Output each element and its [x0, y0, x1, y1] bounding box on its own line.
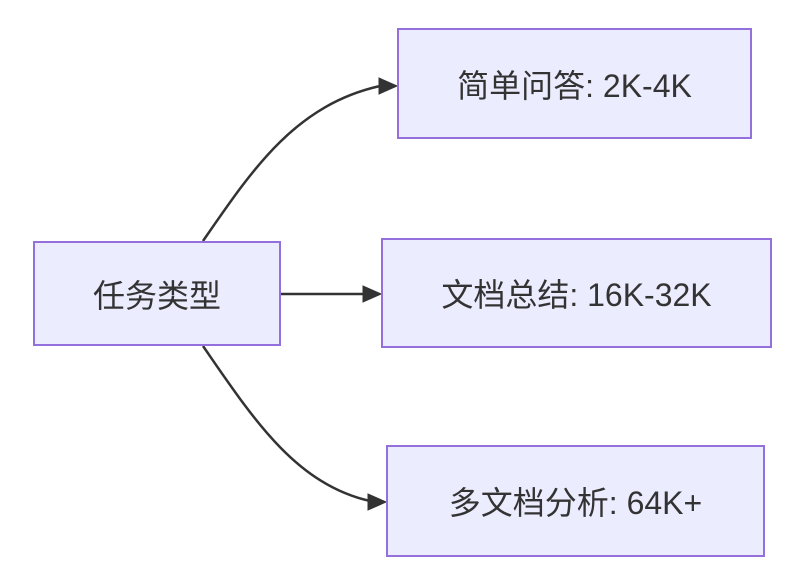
- node-task-type: 任务类型: [33, 241, 281, 346]
- edge-task-type-to-simple-qa: [201, 77, 399, 242]
- node-multi-doc-label: 多文档分析: 64K+: [448, 485, 703, 521]
- arrowhead-doc-summary: [362, 285, 383, 303]
- arrowhead-multi-doc: [367, 493, 388, 511]
- node-simple-qa: 简单问答: 2K-4K: [397, 28, 752, 139]
- node-doc-summary: 文档总结: 16K-32K: [381, 238, 772, 348]
- edge-task-type-to-doc-summary: [281, 285, 383, 303]
- node-simple-qa-label: 简单问答: 2K-4K: [457, 67, 692, 104]
- edge-task-type-to-multi-doc: [201, 345, 388, 511]
- node-doc-summary-label: 文档总结: 16K-32K: [441, 277, 712, 313]
- node-task-type-label: 任务类型: [92, 277, 221, 314]
- arrowhead-simple-qa: [378, 77, 399, 95]
- node-multi-doc: 多文档分析: 64K+: [386, 445, 765, 557]
